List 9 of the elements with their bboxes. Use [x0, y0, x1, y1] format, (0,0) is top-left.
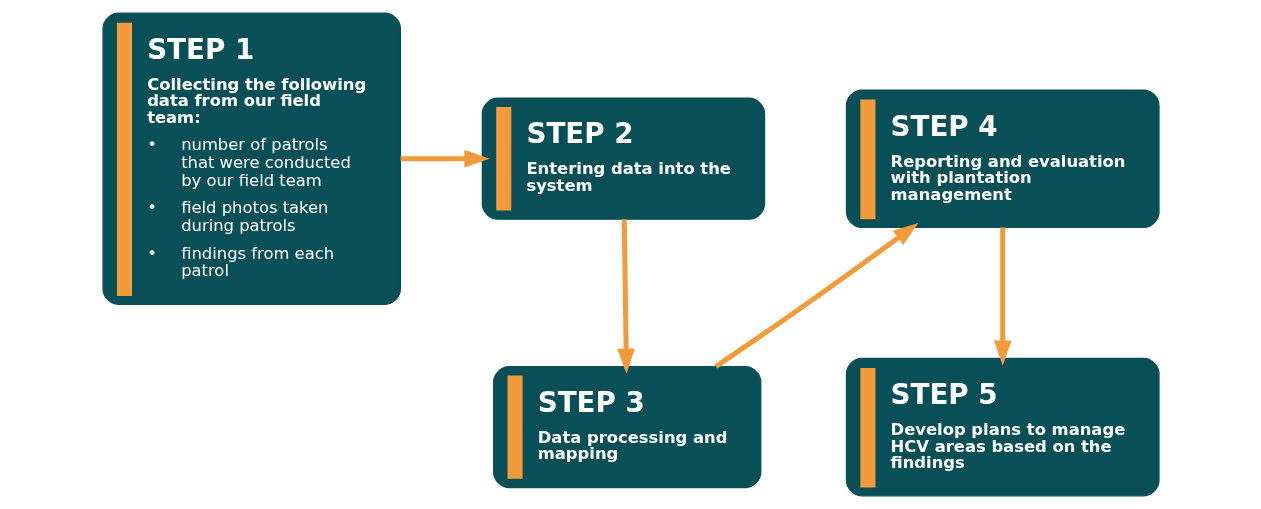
arrow [616, 219, 635, 374]
arrow [993, 227, 1012, 366]
node-box: STEP 5 Develop plans to manage HCV areas based on the findings [845, 357, 1160, 497]
node-box: STEP 1 Collecting the following data from our field team: • number of patrols that were conducted by our field team • field photos taken during patrols • findings from each patrol [101, 12, 401, 305]
arrow [400, 149, 490, 168]
node-box: STEP 4 Reporting and evaluation with plantation management [845, 89, 1160, 229]
node-box: STEP 2 Entering data into the system [481, 97, 765, 220]
arrow [714, 222, 918, 369]
node-box: STEP 3 Data processing and mapping [492, 366, 761, 489]
